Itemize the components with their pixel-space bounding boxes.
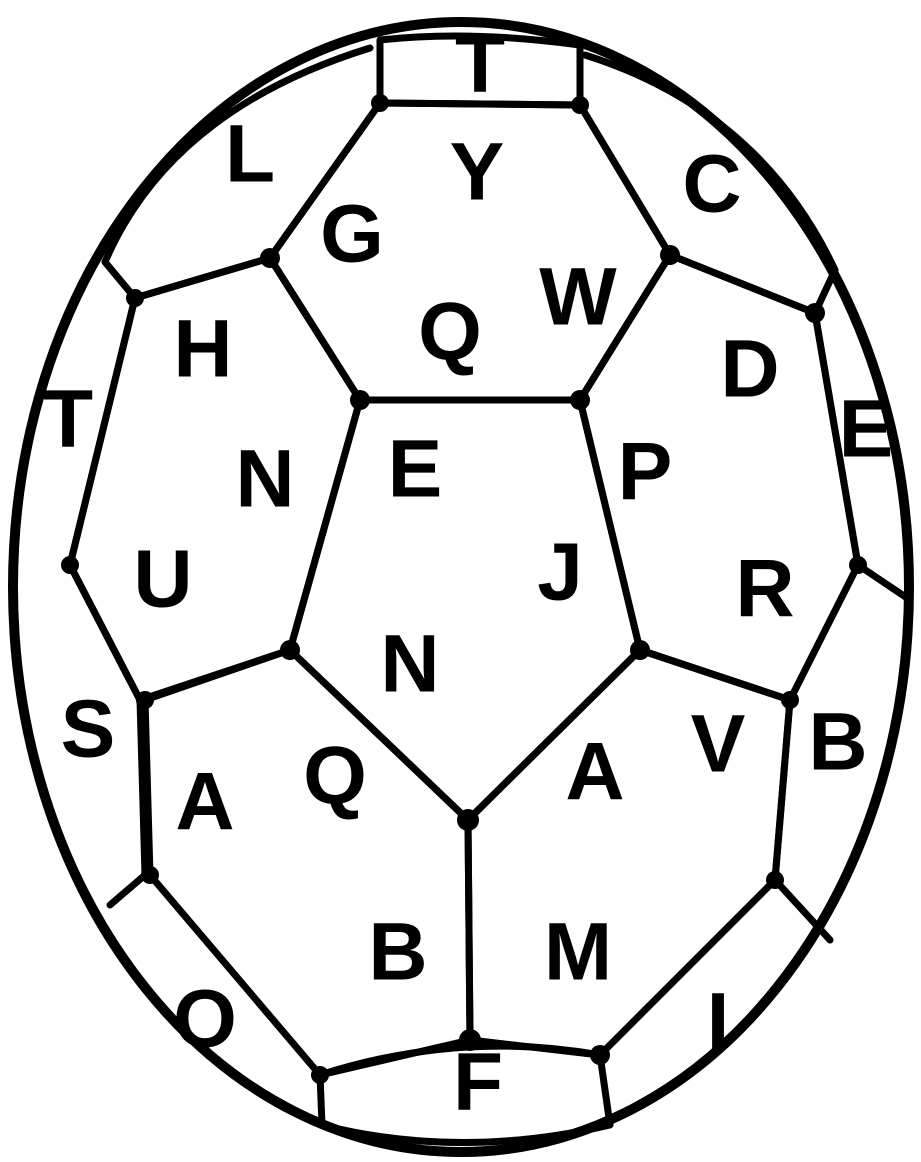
- letter-u: U: [133, 534, 192, 625]
- letter-w: W: [539, 252, 617, 343]
- letter-q-lower: Q: [303, 731, 367, 822]
- letter-f: F: [453, 1037, 503, 1128]
- letter-b-right: B: [808, 697, 867, 788]
- letter-h: H: [173, 304, 232, 395]
- letter-s: S: [61, 684, 116, 775]
- letter-r: R: [735, 544, 794, 635]
- letter-top-t: T: [455, 19, 505, 110]
- letter-b-lower: B: [368, 907, 427, 998]
- letter-v: V: [691, 699, 746, 790]
- letter-a-left: A: [175, 757, 234, 848]
- letter-o: O: [173, 974, 237, 1065]
- letter-q-top: Q: [418, 287, 482, 378]
- letter-n-center: N: [380, 619, 439, 710]
- letter-right-e: E: [839, 384, 894, 475]
- letter-l: L: [225, 109, 275, 200]
- letter-a-right: A: [565, 727, 624, 818]
- letter-g: G: [320, 189, 384, 280]
- letter-j: J: [537, 527, 583, 618]
- letter-i: I: [707, 977, 730, 1068]
- letter-d: D: [720, 324, 779, 415]
- letter-left-t: T: [43, 374, 93, 465]
- letter-y: Y: [450, 127, 505, 218]
- letter-center-e: E: [388, 424, 443, 515]
- letter-p: P: [618, 427, 673, 518]
- letter-n-left: N: [235, 434, 294, 525]
- letter-m: M: [544, 907, 612, 998]
- letter-c: C: [682, 139, 741, 230]
